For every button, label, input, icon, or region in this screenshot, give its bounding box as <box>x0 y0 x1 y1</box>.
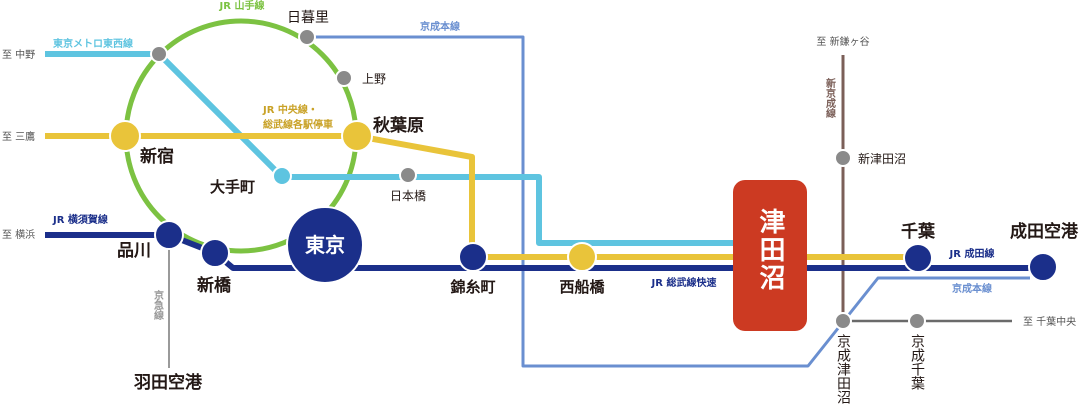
lines <box>45 18 1043 368</box>
chuo-line-label-2: 総武線各駅停車 <box>263 118 333 131</box>
station-dot-narita-airport[interactable] <box>1028 252 1058 282</box>
station-label-keisei-tsudanuma[interactable]: 京成津田沼 <box>835 334 851 404</box>
chuo-sobu-local-line <box>45 133 917 260</box>
station-label-otemachi[interactable]: 大手町 <box>210 178 255 196</box>
keisei-main-line-label-right: 京成本線 <box>952 282 992 295</box>
keisei-main-line <box>307 35 1030 368</box>
station-label-kinshicho[interactable]: 錦糸町 <box>449 278 495 296</box>
station-label-shinbashi[interactable]: 新橋 <box>197 275 232 296</box>
station-label-tokyo[interactable]: 東京 <box>305 233 345 257</box>
station-label-keisei-chiba[interactable]: 京成千葉 <box>909 334 925 390</box>
station-label-narita-airport[interactable]: 成田空港 <box>1010 221 1079 242</box>
tsudanuma-highlight[interactable]: 津田沼 <box>733 180 807 331</box>
station-labels: 日暮里 上野 秋葉原 新宿 大手町 日本橋 東京 品川 新橋 羽田空港 錦糸町 … <box>117 10 1079 404</box>
yamanote-line-label: JR 山手線 <box>219 0 265 12</box>
keisei-main-line-label-top: 京成本線 <box>420 20 460 33</box>
station-label-nishifunabashi[interactable]: 西船橋 <box>559 278 605 296</box>
station-dot-shinjuku[interactable] <box>109 120 141 152</box>
direction-chiba-chuo: 至 千葉中央 <box>1023 315 1076 328</box>
station-label-nihonbashi[interactable]: 日本橋 <box>390 189 426 203</box>
station-label-shinjuku[interactable]: 新宿 <box>140 146 174 167</box>
station-dot-akihabara[interactable] <box>341 120 373 152</box>
station-dot-shinagawa[interactable] <box>154 220 184 250</box>
yokosuka-line-label: JR 横須賀線 <box>52 213 108 226</box>
stations <box>109 28 1058 330</box>
station-dot-keisei-tsudanuma[interactable] <box>834 312 852 330</box>
tsudanuma-label: 津田沼 <box>755 208 785 292</box>
station-dot-nihonbashi[interactable] <box>399 166 417 184</box>
direction-shin-kamagaya: 至 新鎌ヶ谷 <box>816 35 869 48</box>
station-dot-nippori[interactable] <box>298 28 316 46</box>
station-label-akihabara[interactable]: 秋葉原 <box>373 115 424 136</box>
station-dot-kinshicho[interactable] <box>458 242 488 272</box>
station-dot-tozai-junction[interactable] <box>150 45 168 63</box>
station-dot-shinbashi[interactable] <box>200 238 230 268</box>
direction-yokohama: 至 横浜 <box>2 228 35 241</box>
station-dot-tokyo[interactable] <box>286 206 364 284</box>
station-label-nippori[interactable]: 日暮里 <box>287 10 329 26</box>
station-dot-shin-tsudanuma[interactable] <box>834 149 852 167</box>
tozai-line-label: 東京メトロ東西線 <box>53 37 133 50</box>
station-label-shinagawa[interactable]: 品川 <box>117 241 151 261</box>
station-label-haneda-airport[interactable]: 羽田空港 <box>134 372 203 393</box>
direction-labels: 至 中野 至 三鷹 至 横浜 至 新鎌ヶ谷 至 千葉中央 <box>2 35 1076 328</box>
narita-line-label: JR 成田線 <box>949 247 995 260</box>
direction-mitaka: 至 三鷹 <box>2 130 35 143</box>
shin-keisei-line-label: 新京成線 <box>824 77 836 119</box>
station-dot-chiba[interactable] <box>903 243 933 273</box>
station-label-shin-tsudanuma[interactable]: 新津田沼 <box>858 151 906 166</box>
sobu-rapid-line-label: JR 総武線快速 <box>651 276 717 289</box>
line-labels: JR 山手線 東京メトロ東西線 JR 中央線・ 総武線各駅停車 京成本線 JR … <box>52 0 994 321</box>
station-dot-ueno[interactable] <box>335 69 353 87</box>
station-label-ueno[interactable]: 上野 <box>362 72 386 86</box>
station-dot-otemachi[interactable] <box>272 166 292 186</box>
direction-nakano: 至 中野 <box>2 48 35 61</box>
station-dot-keisei-chiba[interactable] <box>908 312 926 330</box>
tsudanuma-box[interactable] <box>733 180 807 331</box>
keikyu-line-label: 京急線 <box>152 289 164 321</box>
chuo-line-label-1: JR 中央線・ <box>262 103 318 116</box>
station-dot-nishifunabashi[interactable] <box>567 242 597 272</box>
station-label-chiba[interactable]: 千葉 <box>901 221 936 242</box>
